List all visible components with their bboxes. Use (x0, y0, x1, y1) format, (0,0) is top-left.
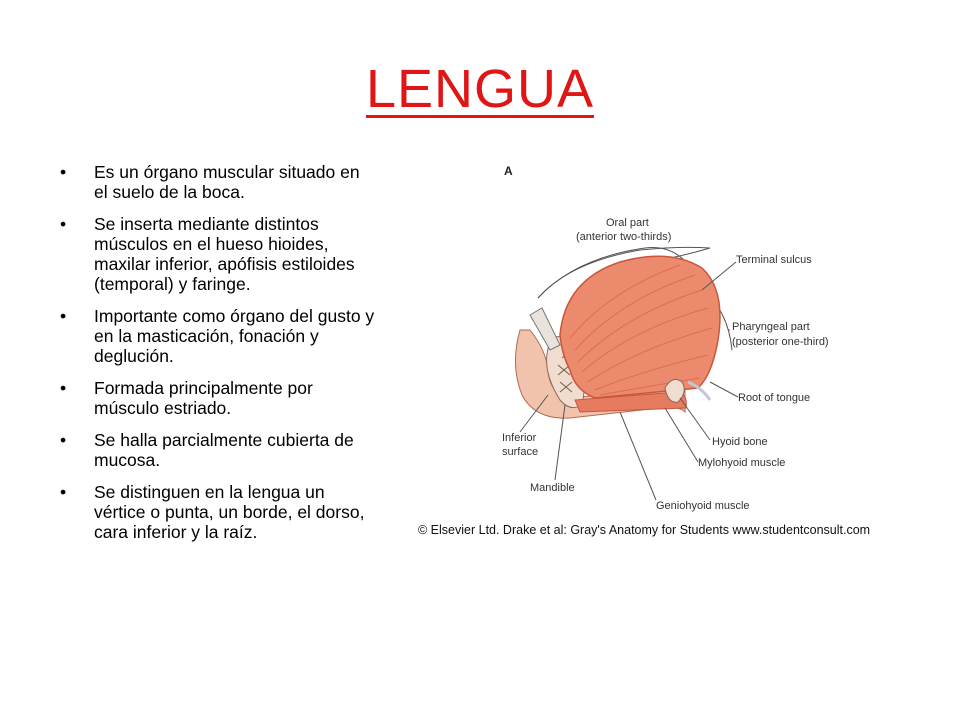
hyoid-bone-shape (664, 379, 685, 403)
label-hyoid-bone: Hyoid bone (712, 436, 768, 448)
incisor-tooth (529, 307, 561, 351)
bullet-list: • Es un órgano muscular situado en el sue… (56, 162, 376, 554)
leader-terminal-sulcus (701, 261, 737, 291)
tongue-anatomy-figure: A (410, 150, 940, 550)
bullet-text: Es un órgano muscular situado en el suel… (94, 162, 360, 202)
label-mylohyoid-muscle: Mylohyoid muscle (698, 457, 785, 469)
leader-mandible (554, 404, 566, 481)
panel-letter: A (504, 164, 513, 178)
bullet-item: • Se halla parcialmente cubierta de mucos… (56, 430, 376, 470)
bullet-text: Importante como órgano del gusto y en la… (94, 306, 375, 366)
label-oral-part-note: (anterior two-thirds) (576, 231, 671, 243)
label-root-of-tongue: Root of tongue (738, 392, 810, 404)
bullet-item: • Es un órgano muscular situado en el sue… (56, 162, 376, 202)
label-oral-part: Oral part (606, 217, 649, 229)
bullet-icon: • (60, 306, 67, 326)
label-mandible: Mandible (530, 482, 575, 494)
bullet-icon: • (60, 378, 67, 398)
leader-mylohyoid-muscle (664, 407, 699, 463)
bullet-text: Se inserta mediante distintos músculos e… (94, 214, 355, 294)
bullet-item: • Se inserta mediante distintos músculos … (56, 214, 376, 294)
bullet-icon: • (60, 482, 67, 502)
leader-hyoid-bone (679, 397, 711, 441)
bullet-icon: • (60, 430, 67, 450)
bullet-item: • Se distinguen en la lengua un vértice o… (56, 482, 376, 542)
bullet-text: Se distinguen en la lengua un vértice o … (94, 482, 365, 542)
label-terminal-sulcus: Terminal sulcus (736, 254, 812, 266)
leader-geniohyoid-muscle (619, 411, 657, 501)
label-inferior-surface-note: surface (502, 446, 538, 458)
bullet-text: Formada principalmente por músculo estri… (94, 378, 313, 418)
bullet-icon: • (60, 162, 67, 182)
label-pharyngeal-part-note: (posterior one-third) (732, 336, 829, 348)
label-inferior-surface: Inferior (502, 432, 537, 444)
tongue-muscle-fibers (569, 264, 713, 396)
figure-credit: © Elsevier Ltd. Drake et al: Gray's Anat… (418, 523, 870, 537)
epiglottis-edge (687, 380, 712, 401)
leader-inferior-surface (519, 394, 549, 433)
bullet-text: Se halla parcialmente cubierta de mucosa… (94, 430, 354, 470)
bullet-item: • Importante como órgano del gusto y en l… (56, 306, 376, 366)
label-pharyngeal-part: Pharyngeal part (732, 321, 810, 333)
bullet-item: • Formada principalmente por músculo estr… (56, 378, 376, 418)
slide-title: LENGUA (365, 59, 595, 119)
leader-root-of-tongue (709, 381, 739, 398)
label-geniohyoid-muscle: Geniohyoid muscle (656, 500, 750, 512)
tongue-diagram: A (418, 164, 870, 537)
bullet-icon: • (60, 214, 67, 234)
tongue-muscle (559, 255, 721, 399)
